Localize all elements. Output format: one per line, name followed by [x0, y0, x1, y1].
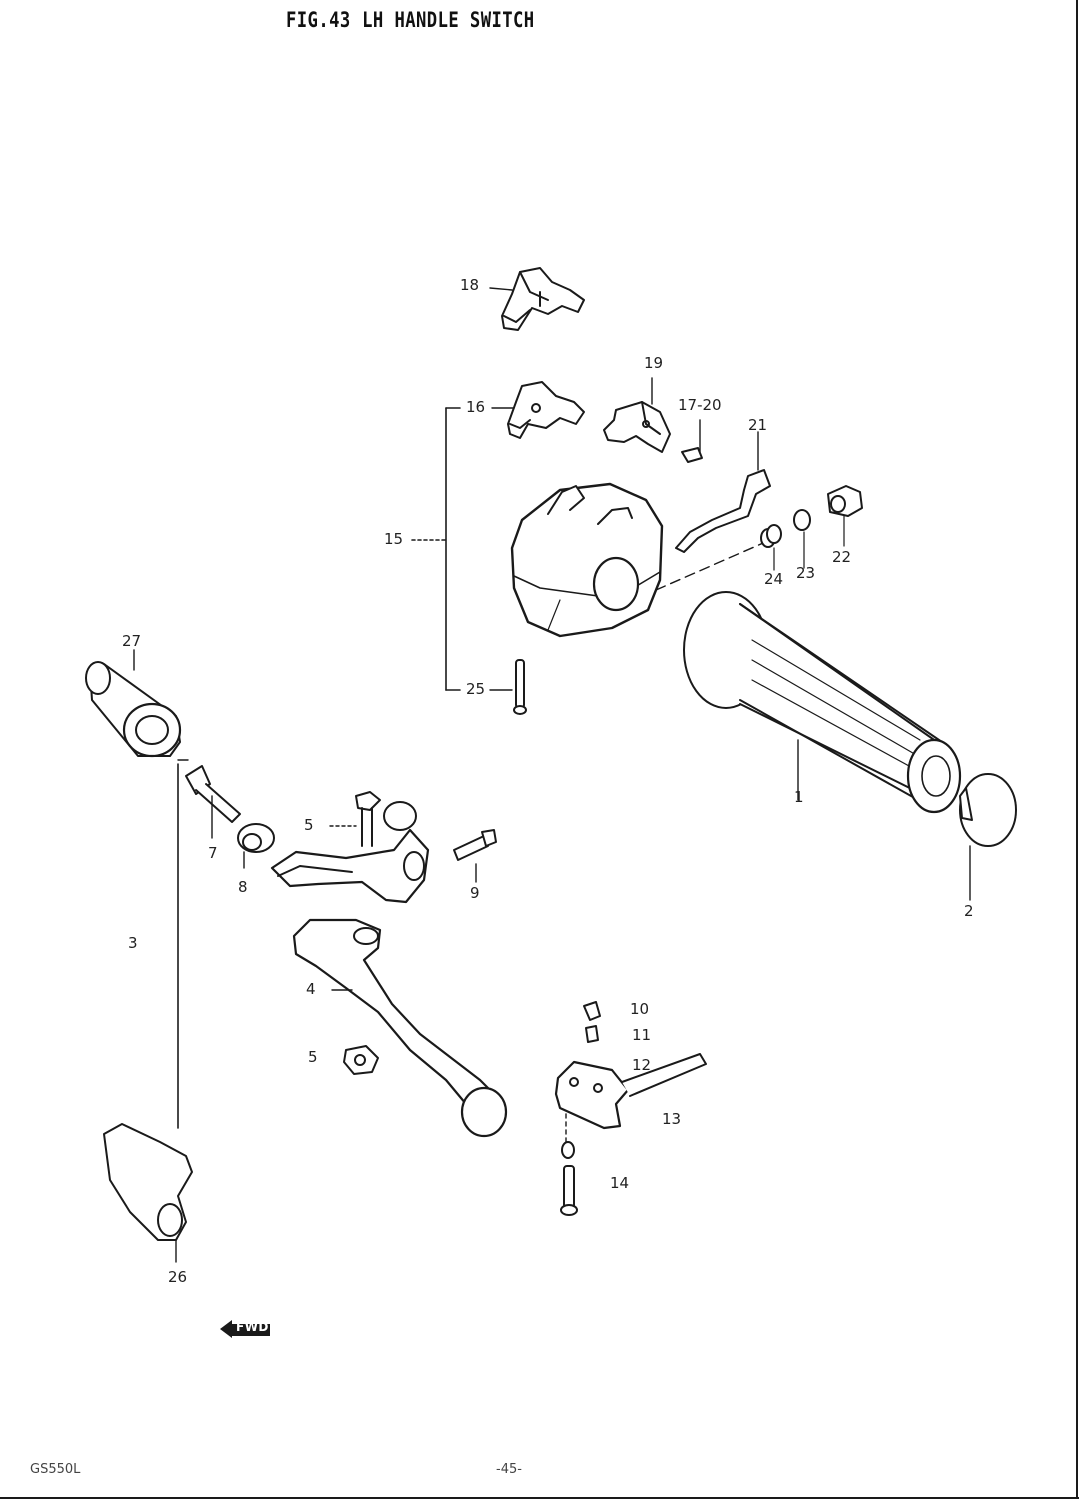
part-1-grip: [683, 591, 962, 814]
part-24-spring: [760, 524, 782, 571]
part-21-contact-plate: [675, 431, 771, 553]
callout-7: 7: [208, 844, 218, 862]
callout-19: 19: [644, 354, 664, 372]
forward-arrow-icon: [220, 1320, 270, 1338]
part-9-screw: [453, 829, 497, 883]
callout-26: 26: [168, 1268, 188, 1286]
callout-13: 13: [662, 1110, 682, 1128]
assembly-line: [655, 539, 771, 591]
forward-label: FWD: [236, 1320, 269, 1334]
callout-14: 14: [610, 1174, 630, 1192]
callout-16: 16: [466, 398, 486, 416]
part-22-cap: [827, 485, 863, 547]
callout-1: 1: [794, 788, 804, 806]
part-15-switch-housing: [510, 482, 664, 638]
clutch-lever-bracket: [270, 801, 430, 904]
figure-name: LH HANDLE SWITCH: [362, 8, 535, 32]
group-bracket-15: [411, 407, 461, 691]
part-6-nut: [343, 1045, 379, 1075]
model-code: GS550L: [30, 1462, 81, 1477]
part-3-clutch-cable: [177, 759, 189, 1129]
parts-10-14-switch-assembly: [554, 1001, 707, 1216]
callout-3: 3: [128, 934, 138, 952]
part-5-pivot-bolt: [329, 791, 381, 847]
callout-24: 24: [764, 570, 784, 588]
callout-22: 22: [832, 548, 852, 566]
part-4-clutch-lever: [292, 918, 508, 1138]
figure-number: FIG.43: [286, 8, 351, 32]
part-27-boot: [85, 649, 182, 758]
callout-15: 15: [384, 530, 404, 548]
callout-10: 10: [630, 1000, 650, 1018]
callout-5-lower: 5: [308, 1048, 318, 1066]
callout-27: 27: [122, 632, 142, 650]
callout-25: 25: [466, 680, 486, 698]
callout-21: 21: [748, 416, 768, 434]
part-19-knob: [603, 377, 671, 453]
part-8-nut: [237, 823, 275, 869]
callout-17-20: 17-20: [678, 396, 722, 414]
callout-12: 12: [632, 1056, 652, 1074]
figure-title: FIG.43 LH HANDLE SWITCH: [286, 8, 546, 32]
callout-5-upper: 5: [304, 816, 314, 834]
callout-4: 4: [306, 980, 316, 998]
part-7-bolt: [185, 765, 241, 839]
part-23-ball: [793, 509, 811, 569]
part-16-knob: [491, 381, 585, 439]
page-number: -45-: [496, 1462, 522, 1477]
part-17-20-screw: [681, 419, 703, 463]
part-25-screw: [489, 659, 527, 715]
part-2-grip-end: [959, 773, 1017, 901]
callout-2: 2: [964, 902, 974, 920]
callout-18: 18: [460, 276, 480, 294]
callout-8: 8: [238, 878, 248, 896]
callout-9: 9: [470, 884, 480, 902]
callout-23: 23: [796, 564, 816, 582]
part-18-knob: [489, 267, 585, 331]
callout-11: 11: [632, 1026, 652, 1044]
part-26-cable-boot: [103, 1123, 193, 1263]
